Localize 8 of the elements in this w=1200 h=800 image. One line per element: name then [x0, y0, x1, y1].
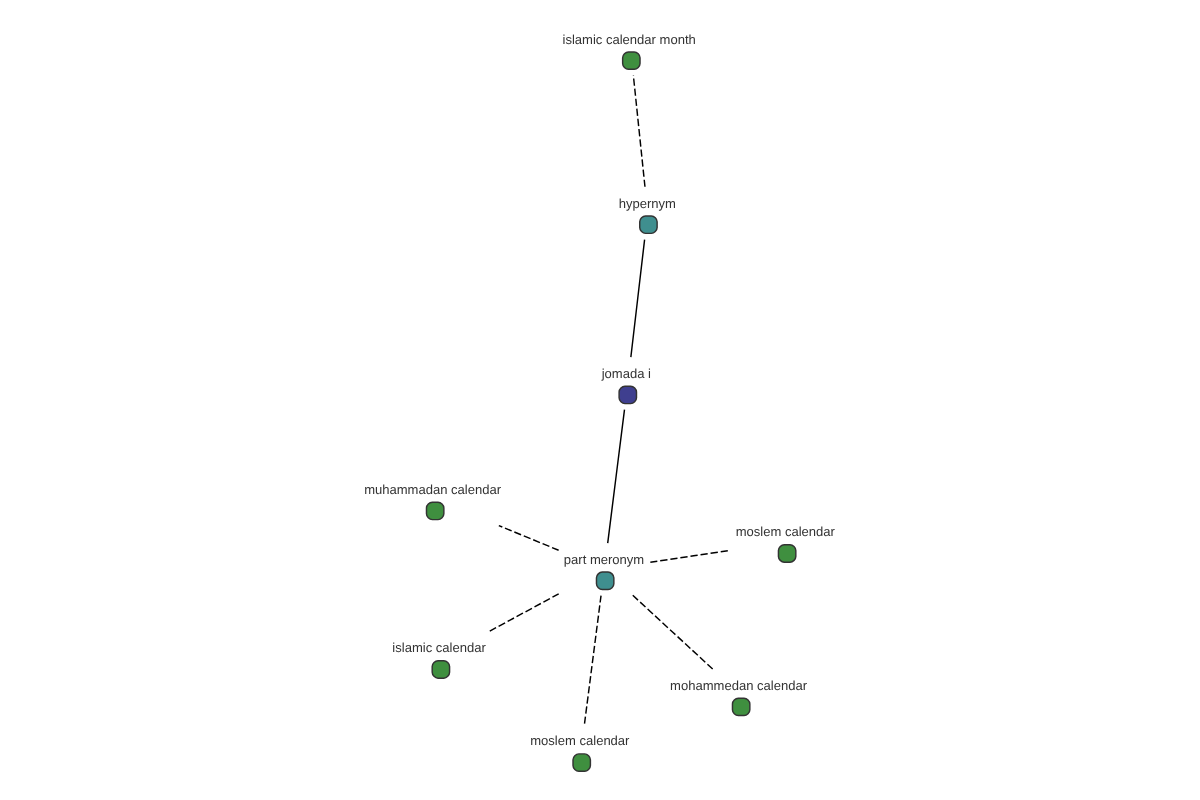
- connector: [648, 549, 730, 563]
- connector: [486, 593, 559, 633]
- connector: [629, 238, 645, 358]
- connector: [606, 408, 625, 544]
- connector: [631, 594, 713, 670]
- connector: [582, 594, 601, 726]
- connector: [497, 524, 559, 551]
- connector: [631, 74, 645, 188]
